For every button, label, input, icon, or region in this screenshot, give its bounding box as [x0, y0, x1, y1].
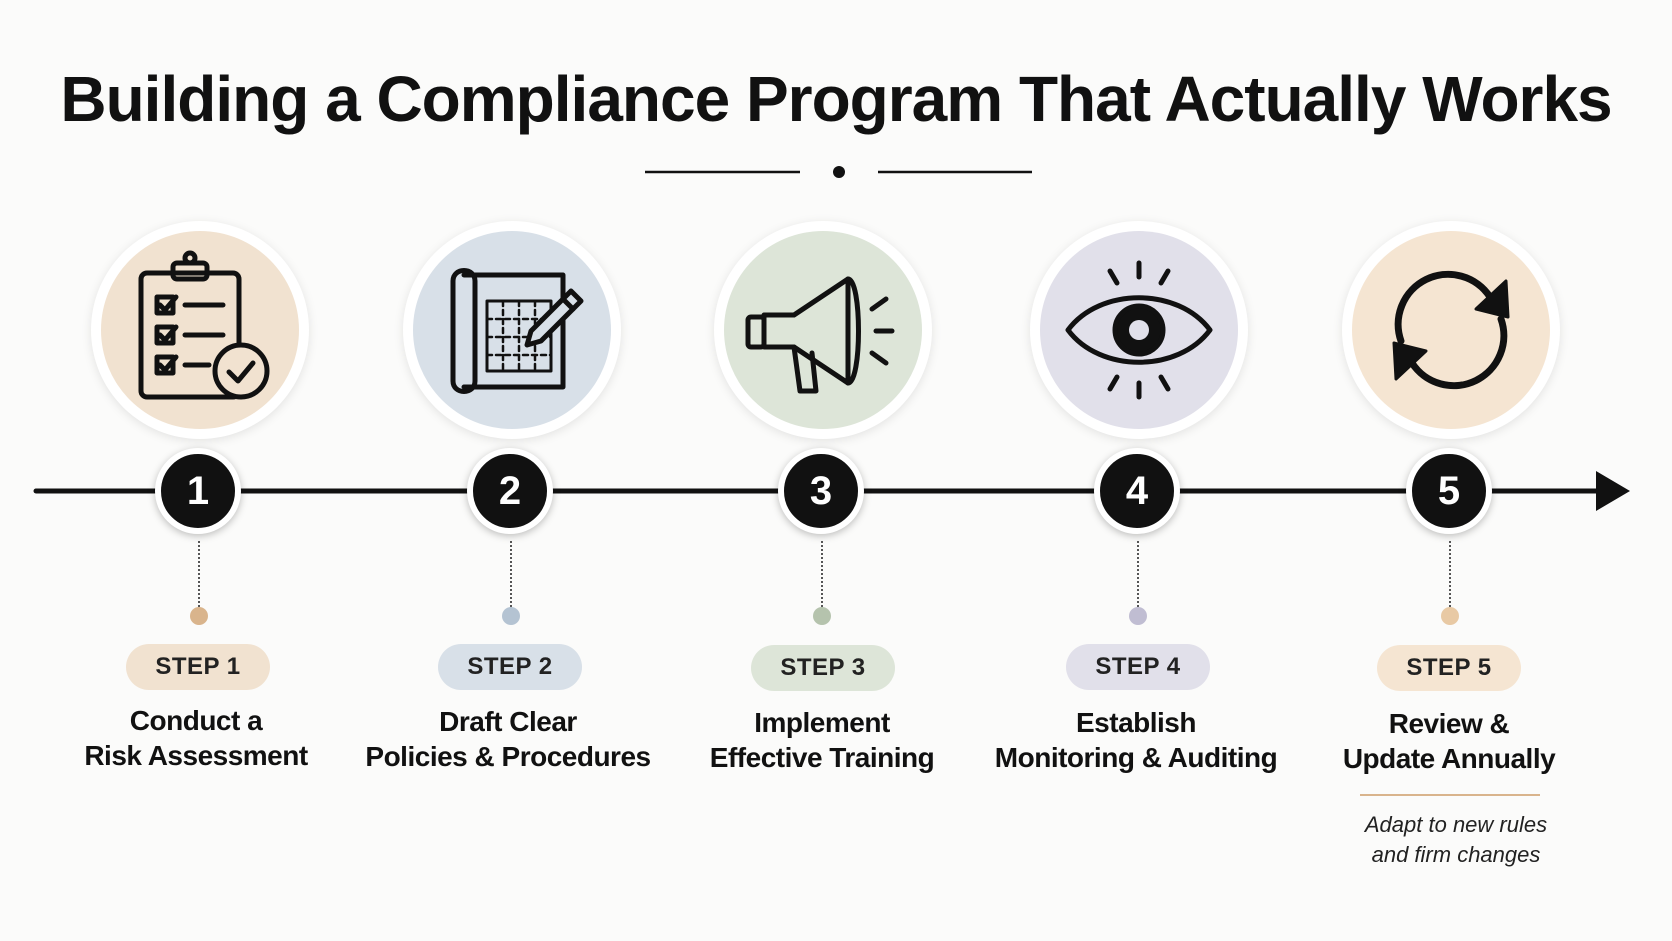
step-5-label-line2: Update Annually: [1342, 743, 1556, 774]
clipboard-checklist-icon: [138, 250, 270, 400]
step-3-label: Implement Effective Training: [672, 705, 972, 775]
step-4-dot: [1129, 607, 1147, 625]
step-3-connector: [821, 541, 823, 611]
step-1-badge: STEP 1: [126, 644, 270, 690]
step-3-number: 3: [778, 448, 864, 534]
step-2-connector: [510, 541, 512, 611]
step-3-label-line2: Effective Training: [709, 742, 935, 773]
step-5-note-line2: and firm changes: [1371, 842, 1541, 867]
step-5-badge: STEP 5: [1377, 645, 1521, 691]
step-5-icon-circle: [1342, 221, 1560, 439]
page-title: Building a Compliance Program That Actua…: [60, 63, 1612, 135]
step-5-label-line1: Review &: [1388, 708, 1510, 739]
step-2-label: Draft Clear Policies & Procedures: [358, 704, 658, 774]
megaphone-icon: [745, 276, 895, 394]
step-4-connector: [1137, 541, 1139, 611]
step-1-label-line1: Conduct a: [129, 705, 263, 736]
blueprint-pencil-icon: [450, 268, 584, 394]
step-1-dot: [190, 607, 208, 625]
eye-icon: [1065, 260, 1213, 400]
step-4-label: Establish Monitoring & Auditing: [986, 705, 1286, 775]
step-5-label: Review & Update Annually: [1299, 706, 1599, 776]
step-1-icon-circle: [91, 221, 309, 439]
step-5-dot: [1441, 607, 1459, 625]
step-3-label-line1: Implement: [754, 707, 890, 738]
step-2-dot: [502, 607, 520, 625]
step-1-number: 1: [155, 448, 241, 534]
step-2-label-line1: Draft Clear: [439, 706, 577, 737]
step-4-badge: STEP 4: [1066, 644, 1210, 690]
step-5-connector: [1449, 541, 1451, 611]
step-3-icon-circle: [714, 221, 932, 439]
step-3-badge: STEP 3: [751, 645, 895, 691]
step-4-number: 4: [1094, 448, 1180, 534]
step-1-connector: [198, 541, 200, 611]
step-2-badge: STEP 2: [438, 644, 582, 690]
refresh-cycle-icon: [1392, 270, 1510, 390]
step-3-dot: [813, 607, 831, 625]
step-1-label: Conduct a Risk Assessment: [46, 703, 346, 773]
step-2-label-line2: Policies & Procedures: [365, 741, 651, 772]
title-divider: [645, 166, 1032, 178]
step-4-icon-circle: [1030, 221, 1248, 439]
step-5-number: 5: [1406, 448, 1492, 534]
step-5-note: Adapt to new rules and firm changes: [1326, 810, 1586, 870]
step-4-label-line1: Establish: [1076, 707, 1196, 738]
step-5-note-divider: [1360, 794, 1540, 796]
step-5-note-line1: Adapt to new rules: [1364, 812, 1548, 837]
step-2-icon-circle: [403, 221, 621, 439]
step-1-label-line2: Risk Assessment: [84, 740, 308, 771]
step-2-number: 2: [467, 448, 553, 534]
step-4-label-line2: Monitoring & Auditing: [994, 742, 1278, 773]
